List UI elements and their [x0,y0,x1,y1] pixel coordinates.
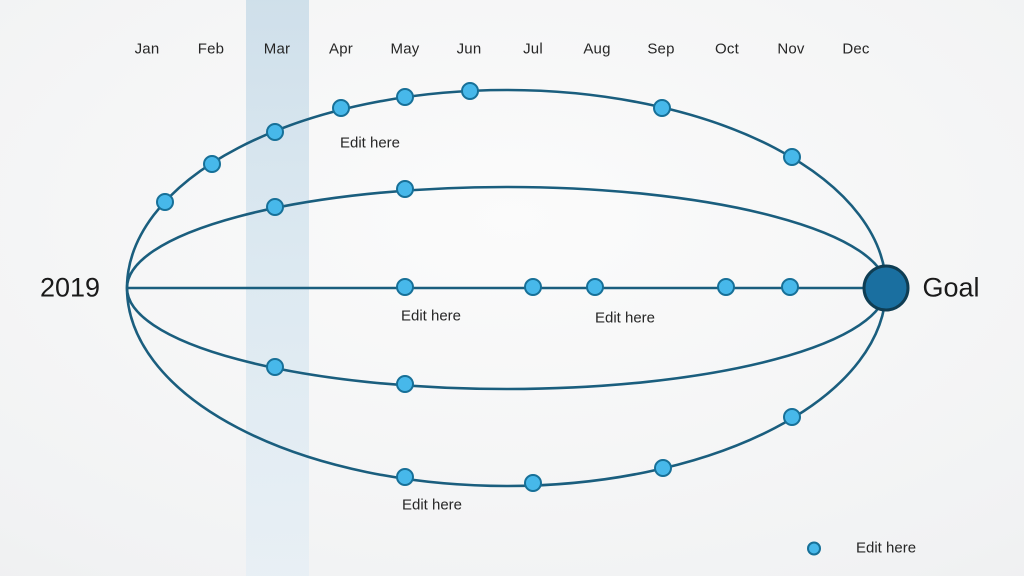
month-label-nov[interactable]: Nov [777,40,805,58]
milestone-dot[interactable] [266,123,284,141]
milestone-dot[interactable] [461,82,479,100]
milestone-dot[interactable] [396,180,414,198]
edit-here-label[interactable]: Edit here [401,496,463,514]
milestone-dot[interactable] [524,474,542,492]
month-label-jan[interactable]: Jan [134,40,160,58]
legend: Edit here [807,540,916,557]
milestone-dot[interactable] [396,278,414,296]
edit-here-label[interactable]: Edit here [594,309,656,327]
goal-circle[interactable] [862,264,910,312]
month-label-aug[interactable]: Aug [583,40,611,58]
milestone-dot[interactable] [717,278,735,296]
month-label-mar[interactable]: Mar [263,40,291,58]
edit-here-label[interactable]: Edit here [400,307,462,325]
milestone-dot[interactable] [396,468,414,486]
month-label-apr[interactable]: Apr [329,40,353,58]
month-label-jul[interactable]: Jul [523,40,543,58]
milestone-dot[interactable] [654,459,672,477]
month-label-dec[interactable]: Dec [842,40,870,58]
milestone-dot[interactable] [332,99,350,117]
milestone-dot[interactable] [156,193,174,211]
milestone-dot[interactable] [653,99,671,117]
milestone-dot[interactable] [396,375,414,393]
milestone-dot[interactable] [781,278,799,296]
milestone-dot[interactable] [266,358,284,376]
legend-label[interactable]: Edit here [856,539,917,557]
month-label-sep[interactable]: Sep [647,40,675,58]
edit-here-label[interactable]: Edit here [339,134,401,152]
milestone-dot[interactable] [586,278,604,296]
year-label[interactable]: 2019 [39,272,101,303]
month-label-jun[interactable]: Jun [456,40,482,58]
milestone-dot[interactable] [266,198,284,216]
goal-label[interactable]: Goal [922,272,980,303]
milestone-dot[interactable] [524,278,542,296]
month-label-feb[interactable]: Feb [197,40,225,58]
month-label-may[interactable]: May [390,40,420,58]
legend-dot-icon [807,541,821,555]
month-label-oct[interactable]: Oct [715,40,739,58]
milestone-dot[interactable] [203,155,221,173]
milestone-dot[interactable] [396,88,414,106]
milestone-dot[interactable] [783,148,801,166]
milestone-dot[interactable] [783,408,801,426]
